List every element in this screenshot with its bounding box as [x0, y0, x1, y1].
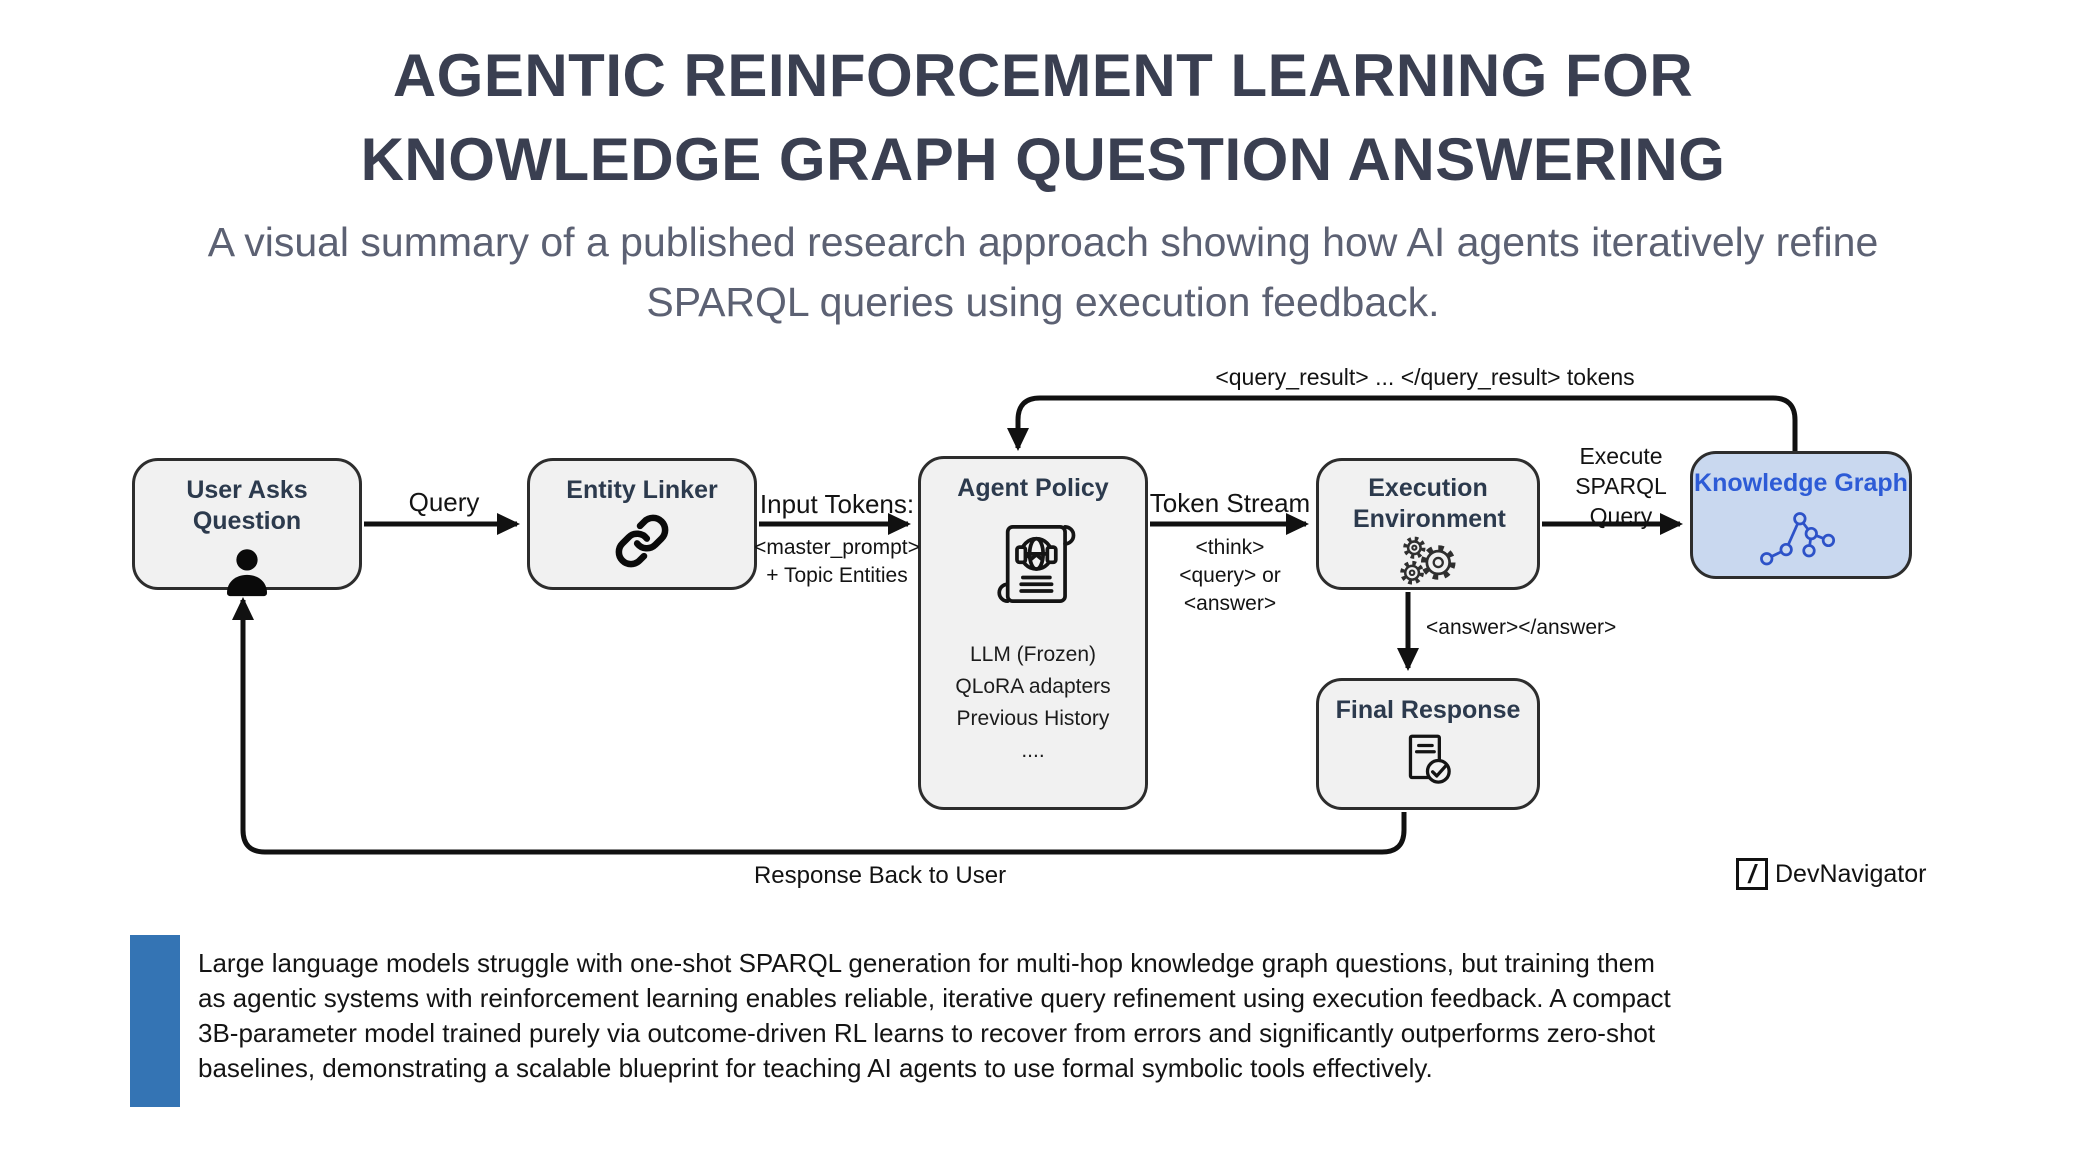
agent-policy-line: QLoRA adapters — [955, 675, 1111, 698]
agent-policy-line: .... — [1021, 739, 1045, 762]
graph-nodes-icon — [1693, 505, 1909, 574]
label-think-tag: <think> — [1195, 536, 1265, 559]
node-title: Execution Environment — [1353, 474, 1506, 533]
summary-paragraph: Large language models struggle with one-… — [198, 948, 1671, 1083]
label-answer-closed-tag: <answer></answer> — [1426, 616, 1617, 639]
node-execution-environment: Execution Environment — [1316, 458, 1540, 590]
chain-link-icon — [530, 512, 754, 575]
node-title: Final Response — [1335, 696, 1521, 724]
page-subtitle: A visual summary of a published research… — [207, 219, 1879, 325]
brand-name: DevNavigator — [1775, 859, 1927, 888]
person-icon — [135, 543, 359, 608]
label-answer-tag-option: <answer> — [1183, 592, 1277, 615]
node-title: Entity Linker — [566, 476, 718, 504]
document-check-icon — [1319, 728, 1537, 799]
node-knowledge-graph: Knowledge Graph — [1690, 451, 1912, 579]
policy-scroll-icon — [921, 510, 1145, 623]
node-final-response: Final Response — [1316, 678, 1540, 810]
brand-logo: / DevNavigator — [1736, 858, 1926, 890]
agent-policy-details: LLM (Frozen) QLoRA adapters Previous His… — [921, 639, 1145, 767]
agent-policy-line: Previous History — [956, 707, 1110, 730]
slash-logo-icon: / — [1736, 858, 1768, 890]
label-response-back-to-user: Response Back to User — [753, 862, 1007, 889]
label-token-stream: Token Stream — [1149, 488, 1311, 518]
page-title-line2: KNOWLEDGE GRAPH QUESTION ANSWERING — [360, 126, 1726, 193]
arrow-response-back — [232, 597, 1407, 855]
node-entity-linker: Entity Linker — [527, 458, 757, 590]
label-topic-entities: + Topic Entities — [766, 564, 908, 587]
node-user-asks-question: User Asks Question — [132, 458, 362, 597]
gears-icon — [1319, 535, 1537, 595]
node-agent-policy: Agent Policy LLM (Frozen) QLoRA adapters… — [918, 456, 1148, 810]
label-query: Query — [408, 487, 480, 517]
label-execute-sparql-query: Execute SPARQL Query — [1575, 443, 1667, 529]
page-title-line1: AGENTIC REINFORCEMENT LEARNING FOR — [392, 42, 1694, 109]
label-query-tag: <query> or — [1179, 564, 1281, 587]
label-master-prompt: <master_prompt> — [754, 536, 920, 559]
label-input-tokens: Input Tokens: — [759, 489, 915, 519]
node-title: Agent Policy — [957, 474, 1109, 502]
node-title: Knowledge Graph — [1694, 469, 1908, 497]
accent-bar — [130, 935, 180, 1107]
label-query-result-tokens: <query_result> ... </query_result> token… — [1215, 364, 1635, 390]
agent-policy-line: LLM (Frozen) — [969, 643, 1097, 666]
node-title: User Asks Question — [186, 476, 308, 535]
page-title: AGENTIC REINFORCEMENT LEARNING FOR KNOWL… — [0, 34, 2086, 202]
